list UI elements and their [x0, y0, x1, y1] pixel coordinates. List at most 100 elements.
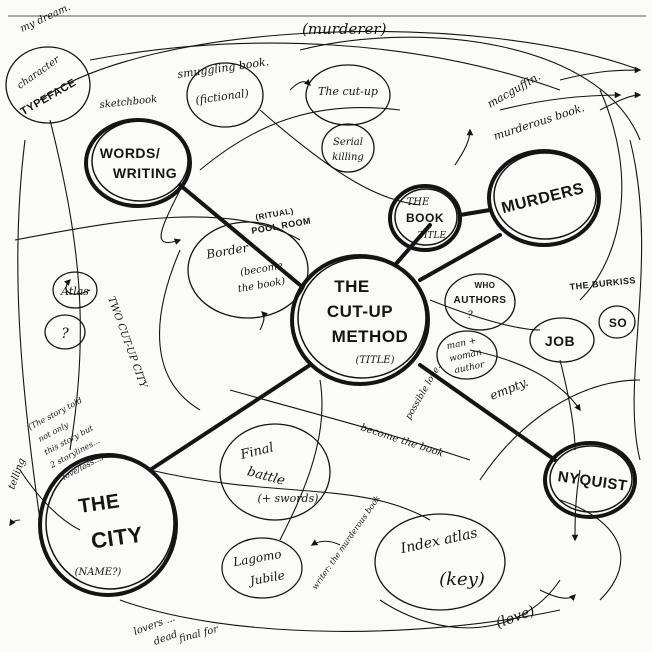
arrow-g — [469, 349, 581, 412]
arrow-f — [259, 311, 269, 331]
question-ellipse — [44, 314, 86, 350]
question-label: ? — [61, 326, 69, 342]
connector-book-murders — [458, 208, 492, 217]
book-line3: TITLE — [418, 231, 447, 241]
border-node: Border (become the book) — [204, 240, 286, 295]
words-ellipse — [84, 118, 192, 208]
murders-node: MURDERS — [500, 180, 586, 217]
final-battle-ellipse — [219, 423, 331, 521]
note-murderous-book: murderous book. — [492, 101, 586, 143]
arrow-j — [310, 539, 341, 546]
words-node: WORDS/ WRITING — [100, 145, 177, 181]
note-telling: telling — [6, 457, 27, 491]
arrow-i — [571, 469, 581, 542]
book-title-node: THE BOOK TITLE — [406, 197, 446, 241]
lagomo-line1: Lagomo — [231, 547, 282, 569]
nyquist-ellipse — [543, 441, 637, 519]
loop-mid-1 — [199, 107, 401, 171]
arrow-k — [9, 518, 21, 527]
nyquist-node: NYQUIST — [557, 468, 629, 495]
loop-right-mid — [579, 89, 623, 301]
so-ellipse — [598, 305, 636, 339]
city-line1: THE — [77, 490, 121, 518]
loop-left-long — [17, 139, 41, 521]
arrow-e — [599, 91, 642, 111]
index-atlas-node: Index atlas (key) — [398, 525, 485, 590]
authors-line2: AUTHORS — [454, 295, 507, 306]
arrow-h — [539, 589, 576, 602]
job-ellipse — [529, 317, 595, 363]
book-line2: BOOK — [406, 211, 444, 225]
loop-job-nyquist — [559, 359, 576, 451]
loop-bottom-2 — [119, 599, 561, 632]
words-line1: WORDS/ — [100, 145, 161, 161]
cutup-ellipse — [305, 64, 391, 126]
note-my-dream: my dream. — [19, 2, 73, 35]
cutup-line2: Serial — [333, 137, 363, 148]
murders-label: MURDERS — [500, 180, 586, 217]
center-line3: METHOD — [332, 327, 409, 346]
loop-city-left — [19, 469, 81, 531]
nyquist-label: NYQUIST — [557, 468, 629, 495]
lagomo-line2: Jubile — [246, 568, 286, 588]
final-battle-node: Final battle (+ swords) — [238, 440, 318, 505]
border-line1: Border — [204, 240, 250, 262]
note-dead: dead — [152, 629, 179, 648]
loop-left-2 — [49, 119, 81, 451]
note-become-book: become the book — [359, 422, 445, 459]
lagomo-node: Lagomo Jubile — [231, 547, 286, 589]
connector-center-book — [393, 223, 432, 267]
so-label: SO — [609, 316, 627, 330]
arrow-b — [63, 279, 91, 295]
cutup-line1: The cut-up — [318, 85, 378, 98]
atlas-label: Atlas — [60, 285, 89, 298]
index-line2: (key) — [439, 569, 485, 590]
loop-mid-2 — [259, 109, 421, 206]
authors-node: WHO AUTHORS ? — [454, 281, 507, 321]
loop-bottom-1 — [149, 469, 431, 521]
city-sub: (NAME?) — [75, 567, 122, 578]
note-final-for: final for — [177, 624, 221, 646]
cutup-line3: killing — [332, 152, 364, 163]
center-node: THE CUT-UP METHOD (TITLE) — [327, 277, 408, 366]
connector-center-murders — [418, 233, 502, 282]
note-empty: empty. — [488, 375, 530, 403]
index-atlas-ellipse — [374, 513, 506, 611]
center-line2: CUT-UP — [327, 302, 393, 321]
fictional-ellipse — [186, 62, 264, 128]
man-woman-node: man + woman author — [446, 336, 486, 376]
city-ellipse-echo — [45, 456, 175, 590]
loop-mid-4 — [229, 389, 471, 461]
note-macguffin: macguffin. — [485, 70, 543, 111]
note-love-bottom: (love) — [494, 603, 537, 632]
note-fictional: (fictional) — [195, 87, 250, 107]
connector-center-nyquist — [418, 363, 557, 462]
atlas-ellipse — [52, 271, 98, 309]
book-line1: THE — [407, 197, 430, 208]
typeface-ellipse — [5, 46, 91, 124]
loop-left-3 — [14, 216, 301, 241]
connector-center-words — [178, 183, 302, 287]
loop-center-down — [279, 379, 323, 541]
arrow-a — [160, 189, 182, 245]
loop-right-bottom — [559, 499, 622, 601]
cutup-serial-node: The cut-up Serial killing — [318, 85, 378, 163]
murders-ellipse — [487, 149, 601, 247]
final-line3: (+ swords) — [258, 492, 319, 505]
city-ellipse — [38, 453, 178, 597]
border-ellipse — [187, 221, 309, 319]
authors-ellipse — [444, 273, 516, 331]
center-sub: (TITLE) — [355, 355, 394, 366]
arrow-l — [454, 128, 474, 166]
minor-node-shapes — [5, 46, 636, 611]
loop-mid-3 — [158, 249, 201, 411]
note-two-cut-up-city: TWO CUT-UP CITY — [105, 295, 149, 391]
authors-line1: WHO — [474, 281, 495, 290]
serial-ellipse — [321, 123, 375, 173]
words-ellipse-echo — [91, 120, 189, 202]
loop-top-left — [39, 30, 641, 101]
final-line2: battle — [245, 464, 286, 488]
connector-center-city — [148, 363, 312, 472]
